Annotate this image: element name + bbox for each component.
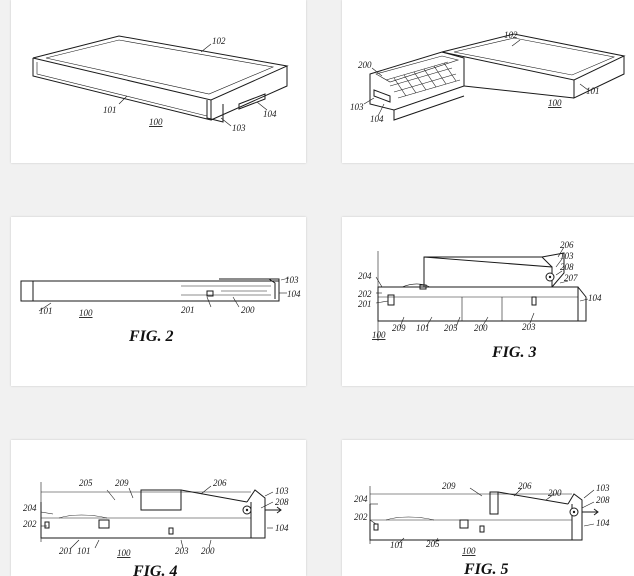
ref-202: 202 <box>23 519 37 529</box>
figure-drawing: 209 206 200 103 208 204 202 104 101 205 … <box>354 481 610 576</box>
ref-104: 104 <box>263 109 277 119</box>
ref-207: 207 <box>564 273 578 283</box>
ref-103: 103 <box>232 123 246 133</box>
ref-203: 203 <box>522 322 536 332</box>
ref-200: 200 <box>241 305 255 315</box>
figure-drawing: 103 104 101 100 201 200 FIG. 2 <box>20 275 301 345</box>
figure-panel-fig3: 206 103 208 207 204 202 201 104 209 101 … <box>342 217 634 386</box>
ref-206: 206 <box>518 481 532 491</box>
ref-100: 100 <box>149 117 163 127</box>
ref-201: 201 <box>181 305 195 315</box>
ref-204: 204 <box>358 271 372 281</box>
figure-drawing: 205 209 206 103 208 204 202 104 201 101 … <box>23 478 289 576</box>
ref-104: 104 <box>275 523 289 533</box>
figure-panel-fig4: 205 209 206 103 208 204 202 104 201 101 … <box>11 440 306 576</box>
ref-202: 202 <box>358 289 372 299</box>
figure-caption: FIG. 5 <box>463 561 508 576</box>
ref-101: 101 <box>103 105 117 115</box>
ref-208: 208 <box>560 262 574 272</box>
figure-drawing: 102 200 101 100 103 104 <box>350 30 626 124</box>
ref-206: 206 <box>213 478 227 488</box>
ref-103: 103 <box>275 486 289 496</box>
ref-103: 103 <box>285 275 299 285</box>
ref-209: 209 <box>392 323 406 333</box>
ref-200: 200 <box>548 488 562 498</box>
figure-caption: FIG. 2 <box>128 328 173 345</box>
ref-100: 100 <box>372 330 386 340</box>
ref-100: 100 <box>462 546 476 556</box>
ref-100: 100 <box>548 98 562 108</box>
ref-102: 102 <box>504 30 518 40</box>
ref-203: 203 <box>175 546 189 556</box>
ref-204: 204 <box>354 494 368 504</box>
ref-200: 200 <box>201 546 215 556</box>
figure-drawing: 102 101 100 103 104 <box>32 35 289 133</box>
figure-drawing: 206 103 208 207 204 202 201 104 209 101 … <box>358 240 602 361</box>
figure-panel-perspective: 102 101 100 103 104 <box>11 0 306 163</box>
ref-202: 202 <box>354 512 368 522</box>
ref-205: 205 <box>444 323 458 333</box>
figure-caption: FIG. 4 <box>132 563 177 576</box>
ref-103: 103 <box>596 483 610 493</box>
ref-205: 205 <box>79 478 93 488</box>
ref-103: 103 <box>350 102 364 112</box>
ref-200: 200 <box>358 60 372 70</box>
ref-201: 201 <box>59 546 73 556</box>
ref-209: 209 <box>442 481 456 491</box>
ref-204: 204 <box>23 503 37 513</box>
figure-caption: FIG. 3 <box>491 344 536 361</box>
ref-100: 100 <box>117 548 131 558</box>
ref-200: 200 <box>474 323 488 333</box>
ref-209: 209 <box>115 478 129 488</box>
ref-205: 205 <box>426 539 440 549</box>
ref-100: 100 <box>79 308 93 318</box>
figure-panel-fig2: 103 104 101 100 201 200 FIG. 2 <box>11 217 306 386</box>
ref-208: 208 <box>596 495 610 505</box>
ref-104: 104 <box>370 114 384 124</box>
ref-101: 101 <box>39 306 53 316</box>
ref-101: 101 <box>586 86 600 96</box>
ref-201: 201 <box>358 299 372 309</box>
ref-103: 103 <box>560 251 574 261</box>
ref-104: 104 <box>596 518 610 528</box>
ref-101: 101 <box>390 540 404 550</box>
figure-panel-fig5: 209 206 200 103 208 204 202 104 101 205 … <box>342 440 634 576</box>
ref-104: 104 <box>287 289 301 299</box>
figure-panel-keyboard: 102 200 101 100 103 104 <box>342 0 634 163</box>
ref-104: 104 <box>588 293 602 303</box>
ref-102: 102 <box>212 36 226 46</box>
ref-208: 208 <box>275 497 289 507</box>
ref-206: 206 <box>560 240 574 250</box>
ref-101: 101 <box>77 546 91 556</box>
ref-101: 101 <box>416 323 430 333</box>
